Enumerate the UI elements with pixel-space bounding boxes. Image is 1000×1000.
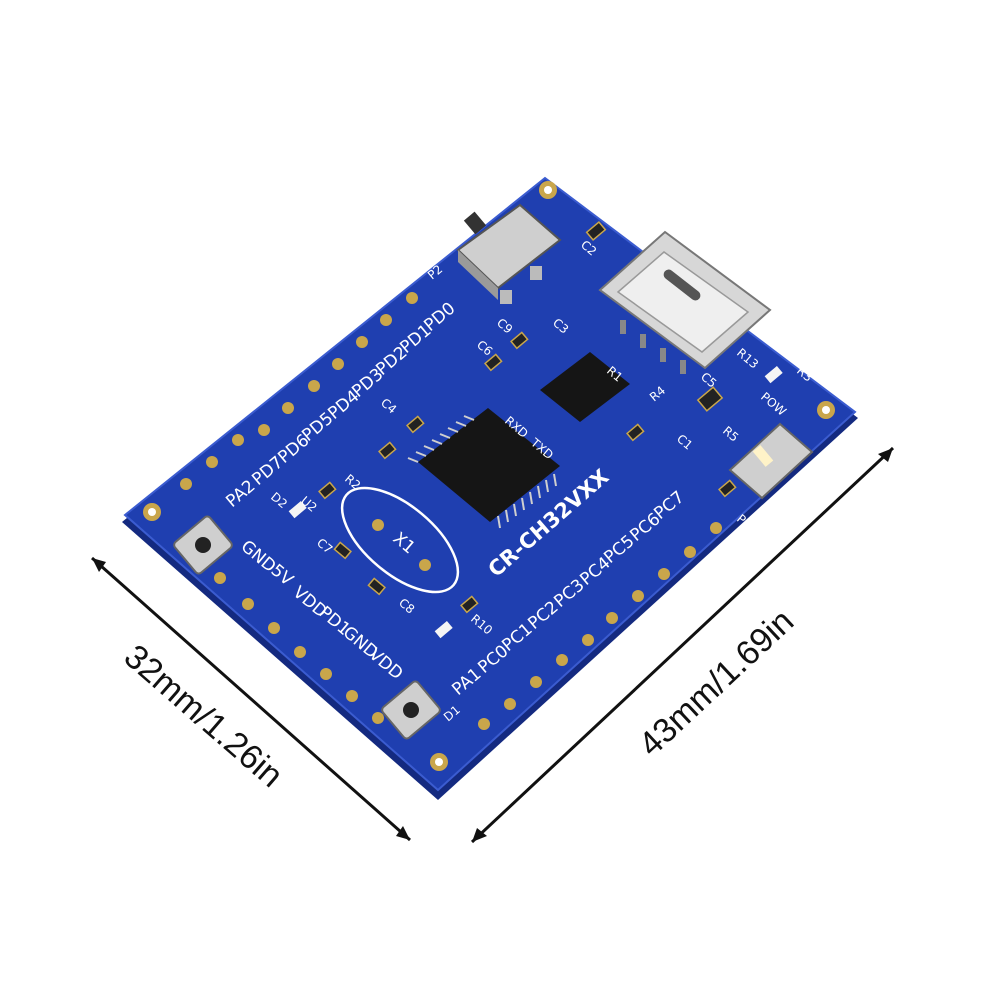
usb-serial-chip-icon: R1 [540,352,630,422]
led-icon [764,366,783,384]
tactile-button-icon [728,422,814,500]
left-header-pads [180,292,418,490]
led-icon [288,501,307,519]
right-header-pads [478,522,722,730]
width-dimension-label: 32mm/1.26in [117,637,290,795]
pcb-board: PD0 PD1 PD2 PD3 PD4 PD5 PD6 PD7 PA2 PC7 … [122,176,858,800]
led-icon [434,621,453,639]
usb-c-port-icon [598,230,772,374]
tactile-button-icon [381,680,441,740]
length-dimension-label: 43mm/1.69in [632,602,802,764]
power-header-pads [214,572,384,724]
smd-components [318,220,737,614]
slide-switch-icon [456,203,562,304]
microcontroller-chip-icon [407,408,560,529]
mounting-holes [143,181,835,771]
tactile-button-icon [173,515,233,575]
